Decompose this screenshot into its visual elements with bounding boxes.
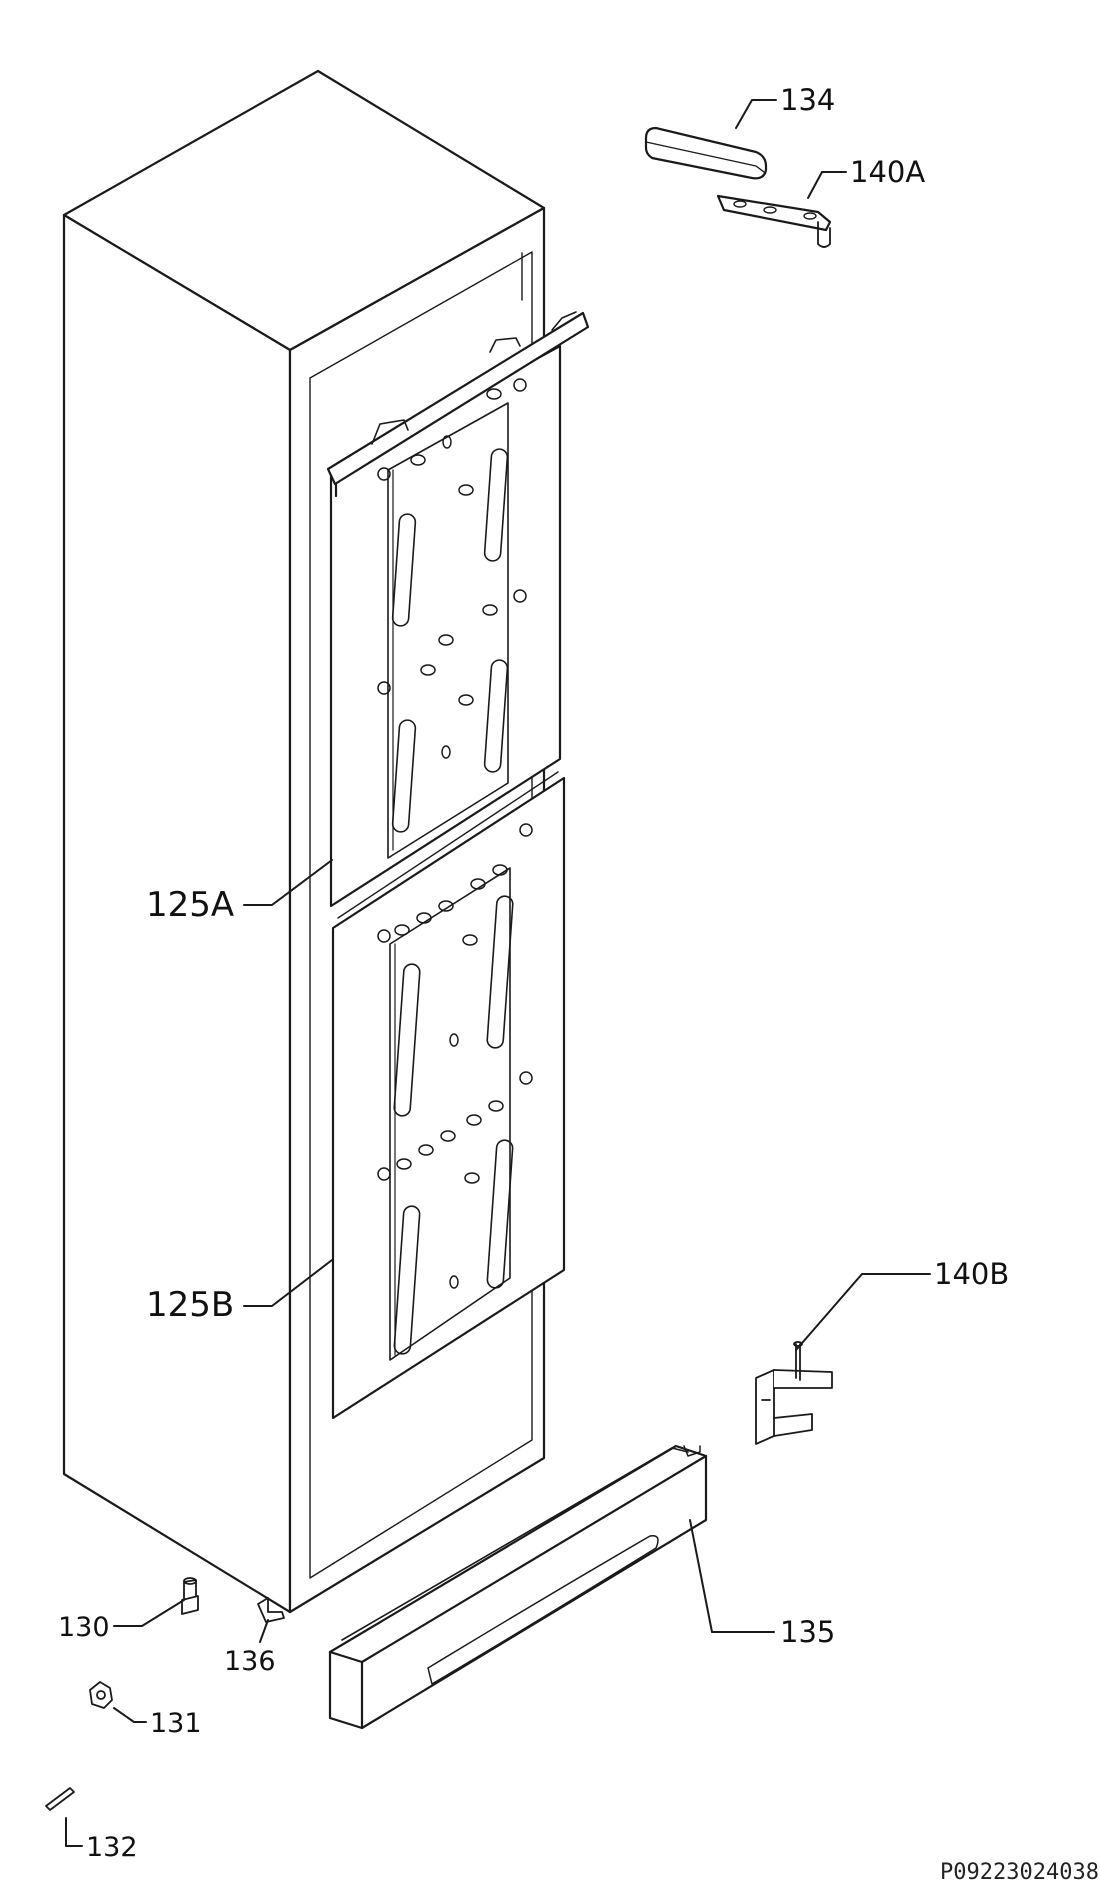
pin-holes-upper bbox=[377, 378, 527, 759]
slot-holes-lower bbox=[393, 895, 514, 1355]
nut-131 bbox=[89, 1681, 113, 1709]
callout-134: 134 bbox=[780, 83, 836, 117]
callout-125B: 125B bbox=[146, 1285, 235, 1325]
callout-140B: 140B bbox=[934, 1257, 1010, 1291]
callout-132: 132 bbox=[86, 1832, 138, 1863]
door-panel-lower bbox=[331, 771, 566, 1420]
callout-135: 135 bbox=[780, 1615, 836, 1649]
bottom-cover-panel bbox=[328, 1444, 708, 1730]
bottom-hinge bbox=[755, 1341, 833, 1445]
slot-holes-upper bbox=[391, 448, 509, 833]
callout-140A: 140A bbox=[850, 155, 926, 189]
hinge-cover bbox=[644, 126, 768, 180]
callout-131: 131 bbox=[150, 1708, 202, 1739]
pin-132 bbox=[45, 1787, 75, 1811]
callout-125A: 125A bbox=[146, 885, 235, 925]
callout-136: 136 bbox=[224, 1646, 276, 1677]
reference-code: P09223024038 bbox=[940, 1860, 1099, 1885]
door-panel-upper bbox=[326, 311, 590, 908]
clip-136 bbox=[257, 1597, 285, 1623]
leveling-foot-130 bbox=[181, 1577, 199, 1615]
callout-130: 130 bbox=[58, 1612, 110, 1643]
leader-lines bbox=[65, 99, 931, 1847]
top-hinge bbox=[716, 194, 832, 248]
pin-holes-lower bbox=[377, 823, 533, 1289]
